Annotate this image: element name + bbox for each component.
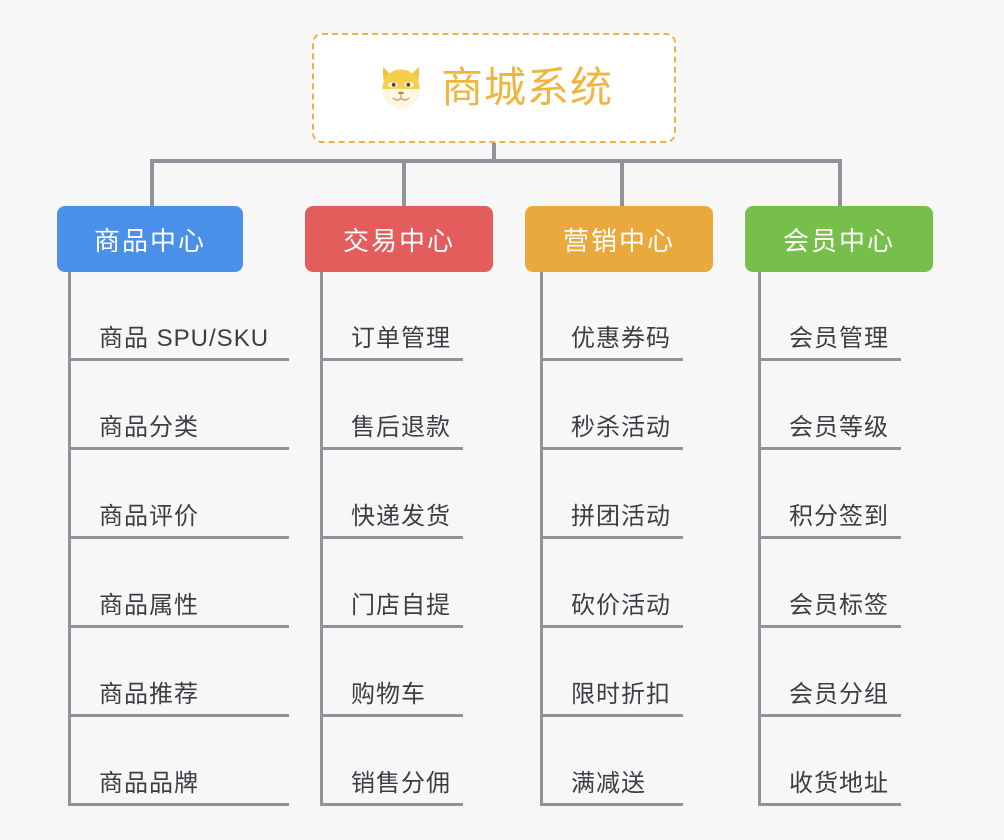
leaf-item[interactable]: 限时折扣 bbox=[543, 628, 683, 717]
connector-trunk bbox=[492, 143, 496, 162]
connector-drop-1 bbox=[402, 159, 406, 206]
leaf-item-underline bbox=[71, 714, 289, 717]
leaf-item[interactable]: 拼团活动 bbox=[543, 450, 683, 539]
category-label-1: 交易中心 bbox=[342, 225, 455, 256]
category-box-3[interactable]: 会员中心 bbox=[745, 206, 933, 272]
leaf-item[interactable]: 优惠券码 bbox=[543, 272, 683, 361]
leaf-item-label: 商品分类 bbox=[99, 414, 199, 442]
leaf-item-underline bbox=[543, 714, 683, 717]
leaf-item[interactable]: 砍价活动 bbox=[543, 539, 683, 628]
leaf-item-underline bbox=[761, 625, 901, 628]
leaf-item[interactable]: 销售分佣 bbox=[323, 717, 463, 806]
leaf-item-label: 会员分组 bbox=[789, 681, 889, 709]
connector-drop-0 bbox=[150, 159, 154, 206]
leaf-item[interactable]: 快递发货 bbox=[323, 450, 463, 539]
leaf-item-label: 砍价活动 bbox=[571, 592, 671, 620]
leaf-item[interactable]: 会员分组 bbox=[761, 628, 901, 717]
leaf-item-label: 销售分佣 bbox=[351, 770, 451, 798]
leaf-item[interactable]: 收货地址 bbox=[761, 717, 901, 806]
category-label-3: 会员中心 bbox=[782, 225, 895, 256]
leaf-item-underline bbox=[323, 447, 463, 450]
shiba-dog-face-icon bbox=[382, 66, 420, 109]
category-label-0: 商品中心 bbox=[93, 225, 206, 256]
leaf-item[interactable]: 会员标签 bbox=[761, 539, 901, 628]
leaf-item-label: 会员管理 bbox=[789, 325, 889, 353]
leaf-item-label: 商品 SPU/SKU bbox=[99, 325, 270, 353]
leaf-item-label: 商品品牌 bbox=[99, 770, 199, 798]
leaf-item[interactable]: 会员等级 bbox=[761, 361, 901, 450]
leaf-item[interactable]: 购物车 bbox=[323, 628, 463, 717]
leaf-item-underline bbox=[71, 536, 289, 539]
connector-drop-3 bbox=[838, 159, 842, 206]
leaf-spine-0 bbox=[68, 272, 71, 806]
leaf-item[interactable]: 会员管理 bbox=[761, 272, 901, 361]
leaf-spine-1 bbox=[320, 272, 323, 806]
leaf-item[interactable]: 售后退款 bbox=[323, 361, 463, 450]
leaf-item[interactable]: 商品评价 bbox=[71, 450, 289, 539]
leaf-item-label: 会员标签 bbox=[789, 592, 889, 620]
leaf-item-underline bbox=[323, 714, 463, 717]
category-box-1[interactable]: 交易中心 bbox=[305, 206, 493, 272]
leaf-item-underline bbox=[71, 625, 289, 628]
leaf-item-label: 购物车 bbox=[351, 681, 426, 709]
leaf-item-label: 商品属性 bbox=[99, 592, 199, 620]
leaf-item[interactable]: 订单管理 bbox=[323, 272, 463, 361]
leaf-item-underline bbox=[543, 358, 683, 361]
leaf-item-underline bbox=[761, 714, 901, 717]
leaf-item-label: 满减送 bbox=[571, 770, 646, 798]
leaf-item-label: 商品评价 bbox=[99, 503, 199, 531]
leaf-item[interactable]: 商品分类 bbox=[71, 361, 289, 450]
leaf-item[interactable]: 商品推荐 bbox=[71, 628, 289, 717]
root-node[interactable]: 商城系统 bbox=[312, 33, 676, 143]
leaf-item-underline bbox=[761, 447, 901, 450]
leaf-item[interactable]: 秒杀活动 bbox=[543, 361, 683, 450]
leaf-spine-2 bbox=[540, 272, 543, 806]
leaf-item[interactable]: 满减送 bbox=[543, 717, 683, 806]
leaf-item-underline bbox=[323, 536, 463, 539]
leaf-item-label: 收货地址 bbox=[789, 770, 889, 798]
root-title: 商城系统 bbox=[440, 64, 613, 111]
connector-drop-2 bbox=[620, 159, 624, 206]
leaf-item[interactable]: 积分签到 bbox=[761, 450, 901, 539]
leaf-item-underline bbox=[761, 536, 901, 539]
leaf-item-label: 拼团活动 bbox=[571, 503, 671, 531]
leaf-item-underline bbox=[71, 358, 289, 361]
leaf-item-underline bbox=[543, 803, 683, 806]
leaf-item-label: 快递发货 bbox=[351, 503, 451, 531]
leaf-item-underline bbox=[323, 625, 463, 628]
leaf-item-underline bbox=[543, 447, 683, 450]
leaf-item[interactable]: 门店自提 bbox=[323, 539, 463, 628]
leaf-item-underline bbox=[543, 536, 683, 539]
leaf-item-label: 门店自提 bbox=[351, 592, 451, 620]
leaf-item-underline bbox=[71, 803, 289, 806]
leaf-item-label: 优惠券码 bbox=[571, 325, 671, 353]
leaf-item-label: 订单管理 bbox=[351, 325, 451, 353]
leaf-item-label: 会员等级 bbox=[789, 414, 889, 442]
leaf-item-underline bbox=[543, 625, 683, 628]
connector-bus bbox=[150, 159, 840, 163]
leaf-item[interactable]: 商品属性 bbox=[71, 539, 289, 628]
leaf-spine-3 bbox=[758, 272, 761, 806]
category-box-0[interactable]: 商品中心 bbox=[57, 206, 243, 272]
leaf-item-underline bbox=[323, 803, 463, 806]
leaf-item-label: 限时折扣 bbox=[571, 681, 671, 709]
leaf-item-label: 秒杀活动 bbox=[571, 414, 671, 442]
leaf-item-label: 售后退款 bbox=[351, 414, 451, 442]
leaf-item[interactable]: 商品 SPU/SKU bbox=[71, 272, 289, 361]
leaf-item-underline bbox=[71, 447, 289, 450]
leaf-item[interactable]: 商品品牌 bbox=[71, 717, 289, 806]
category-box-2[interactable]: 营销中心 bbox=[525, 206, 713, 272]
leaf-item-label: 积分签到 bbox=[789, 503, 889, 531]
leaf-item-label: 商品推荐 bbox=[99, 681, 199, 709]
leaf-item-underline bbox=[323, 358, 463, 361]
leaf-item-underline bbox=[761, 358, 901, 361]
category-label-2: 营销中心 bbox=[562, 225, 675, 256]
leaf-item-underline bbox=[761, 803, 901, 806]
